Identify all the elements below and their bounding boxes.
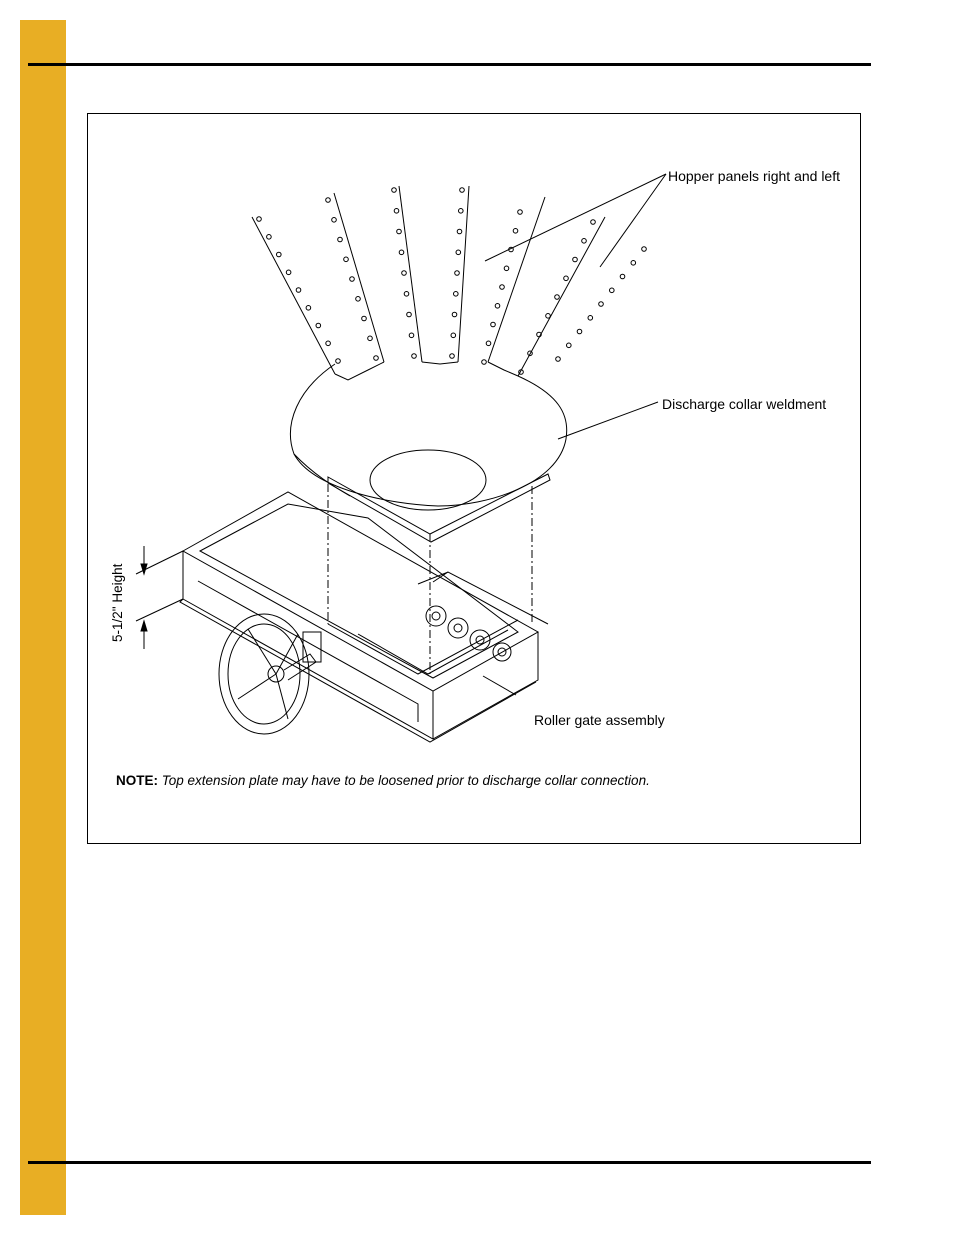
rivet-hole xyxy=(555,356,561,362)
rivet-hole xyxy=(619,273,626,280)
rivet-hole xyxy=(391,187,397,193)
rivet-hole xyxy=(305,305,312,311)
rivet-hole xyxy=(536,331,542,338)
rivet-hole xyxy=(545,313,551,319)
section-tab xyxy=(20,20,66,1215)
rivet-hole xyxy=(295,287,302,293)
header-rule xyxy=(28,63,871,66)
rivet-hole xyxy=(459,187,465,193)
rivet-hole xyxy=(449,353,455,359)
rivet-hole xyxy=(315,322,322,329)
assembly-drawing xyxy=(135,173,667,743)
rivet-hole xyxy=(581,238,587,244)
rivet-hole xyxy=(451,311,458,318)
rivet-hole xyxy=(325,197,331,203)
roller-gate-callout: Roller gate assembly xyxy=(534,712,665,728)
rivet-hole xyxy=(517,209,523,215)
footer-rule xyxy=(28,1161,871,1164)
rivet-hole xyxy=(499,284,505,290)
hand-wheel xyxy=(218,613,322,735)
rivet-hole xyxy=(411,353,417,359)
alignment-lines xyxy=(327,484,533,674)
rivet-hole xyxy=(454,270,460,276)
hopper-panel-strips xyxy=(251,185,606,381)
rivet-hole xyxy=(331,217,337,223)
rivet-hole xyxy=(527,350,533,357)
rivet-hole xyxy=(572,256,578,263)
rivet-hole xyxy=(396,228,402,235)
discharge-collar xyxy=(290,363,568,543)
rivet-hole xyxy=(494,303,501,309)
rivet-hole xyxy=(490,321,496,328)
discharge-collar-callout: Discharge collar weldment xyxy=(662,396,827,412)
rivet-hole xyxy=(512,228,519,234)
rivet-hole xyxy=(481,359,487,365)
rivet-hole xyxy=(403,291,410,297)
rivet-hole xyxy=(641,246,647,252)
rivet-hole xyxy=(361,315,367,322)
rivet-hole xyxy=(325,340,331,347)
rivet-hole xyxy=(406,311,412,318)
rivet-hole xyxy=(563,275,569,282)
rivet-hole xyxy=(456,228,463,235)
rivet-hole xyxy=(590,219,596,225)
rivet-hole xyxy=(518,369,524,375)
rivet-hole xyxy=(455,249,462,256)
rivet-hole xyxy=(285,269,292,276)
rivet-hole xyxy=(401,270,407,276)
rivet-hole xyxy=(367,335,373,342)
rivet-hole xyxy=(343,256,349,263)
rivet-hole xyxy=(337,236,343,243)
rivet-hole xyxy=(393,208,400,214)
rivet-hole xyxy=(503,265,510,272)
rivet-hole xyxy=(276,251,282,258)
rivet-hole xyxy=(450,332,457,339)
hopper-panels-callout: Hopper panels right and left xyxy=(668,168,840,184)
rivet-hole xyxy=(554,294,560,300)
callout-leaders xyxy=(482,173,667,696)
rivet-hole xyxy=(587,315,594,321)
figure-note: NOTE: Top extension plate may have to be… xyxy=(116,773,650,788)
rivet-hole xyxy=(408,332,415,339)
rivet-hole xyxy=(398,249,405,256)
note-text: Top extension plate may have to be loose… xyxy=(161,773,650,788)
panel-rivet-holes xyxy=(256,187,647,375)
rivet-hole xyxy=(266,234,272,240)
rivet-hole xyxy=(576,328,583,335)
rivet-hole xyxy=(256,216,262,222)
rivet-hole xyxy=(335,358,341,364)
note-label: NOTE: xyxy=(116,773,158,788)
rivet-hole xyxy=(373,355,379,361)
rivet-hole xyxy=(485,340,492,347)
height-dimension xyxy=(135,546,184,649)
gate-rollers xyxy=(425,605,512,662)
figure-frame: Hopper panels right and left Discharge c… xyxy=(87,113,861,844)
rivet-hole xyxy=(355,296,361,302)
rivet-hole xyxy=(458,208,464,214)
rivet-hole xyxy=(630,260,637,266)
rivet-hole xyxy=(598,301,604,307)
rivet-hole xyxy=(349,276,355,282)
rivet-hole xyxy=(453,291,459,297)
rivet-hole xyxy=(566,342,572,349)
rivet-hole xyxy=(609,287,615,294)
roller-gate-frame xyxy=(179,491,549,743)
height-callout: 5-1/2" Height xyxy=(110,563,125,642)
